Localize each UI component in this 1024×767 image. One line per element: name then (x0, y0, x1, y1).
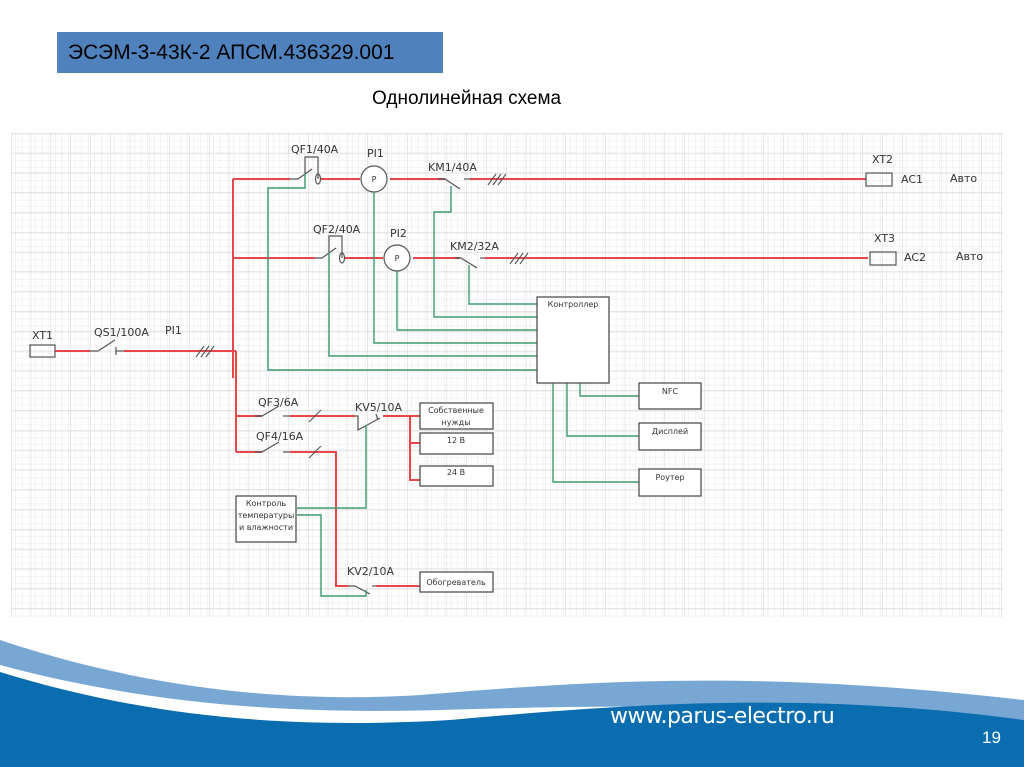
display-label: Дисплей (652, 427, 688, 436)
own-needs-block (419, 402, 494, 430)
grid-background (11, 133, 1003, 617)
terminal-xt2 (865, 172, 893, 187)
label-pi2: PI2 (390, 227, 407, 240)
controller-block (536, 296, 610, 384)
own-needs-label-1: Собственные (428, 406, 484, 415)
label-kv5: KV5/10A (355, 401, 402, 414)
terminal-xt1 (29, 344, 56, 358)
label-qf2: QF2/40A (313, 223, 361, 236)
controller-label: Контроллер (548, 300, 599, 309)
v12-block (419, 432, 494, 455)
climate-label-1: Контроль (246, 499, 287, 508)
label-p2: P (395, 254, 400, 263)
label-kv2: KV2/10A (347, 565, 394, 578)
heater-block (419, 571, 494, 593)
label-pi-main: PI1 (165, 324, 182, 337)
label-km1: KM1/40A (428, 161, 477, 174)
slide-subtitle: Однолинейная схема (372, 88, 562, 109)
v24-block (419, 465, 494, 487)
terminal-xt3 (869, 251, 897, 266)
label-qf3: QF3/6A (258, 396, 299, 409)
nfc-block (638, 382, 702, 410)
label-xt3: XT3 (874, 232, 895, 245)
label-auto1: Авто (950, 172, 977, 185)
label-qs1: QS1/100A (94, 326, 149, 339)
control-lines (267, 173, 639, 597)
label-xt2: XT2 (872, 153, 893, 166)
climate-label-3: и влажности (239, 523, 293, 532)
switch-symbols (29, 156, 897, 595)
climate-label-2: температуры (238, 511, 295, 520)
label-auto2: Авто (956, 250, 983, 263)
climate-control-block (235, 495, 297, 543)
nfc-label: NFC (662, 387, 679, 396)
footer-dark-wave (0, 672, 1024, 767)
label-ac2: AC2 (904, 251, 926, 264)
router-label: Роутер (655, 473, 684, 482)
label-qf4: QF4/16A (256, 430, 304, 443)
footer-url: www.parus-electro.ru (610, 704, 835, 729)
bus-marks (195, 173, 529, 459)
own-needs-label-2: нужды (441, 418, 470, 427)
heater-label: Обогреватель (426, 578, 486, 587)
label-ac1: AC1 (901, 173, 923, 186)
slide-title: ЭСЭМ-3-43К-2 АПСМ.436329.001 (57, 32, 443, 73)
label-p1: P (372, 175, 377, 184)
power-lines (55, 178, 868, 587)
label-qf1: QF1/40A (291, 143, 339, 156)
label-pi1: PI1 (367, 147, 384, 160)
blocks (235, 296, 702, 593)
v12-label: 12 В (447, 436, 465, 445)
label-km2: KM2/32A (450, 240, 499, 253)
label-xt1: XT1 (32, 329, 53, 342)
v24-label: 24 В (447, 468, 465, 477)
page-number: 19 (982, 728, 1001, 747)
router-block (638, 468, 702, 497)
display-block (638, 422, 702, 451)
footer-light-wave (0, 640, 1024, 740)
